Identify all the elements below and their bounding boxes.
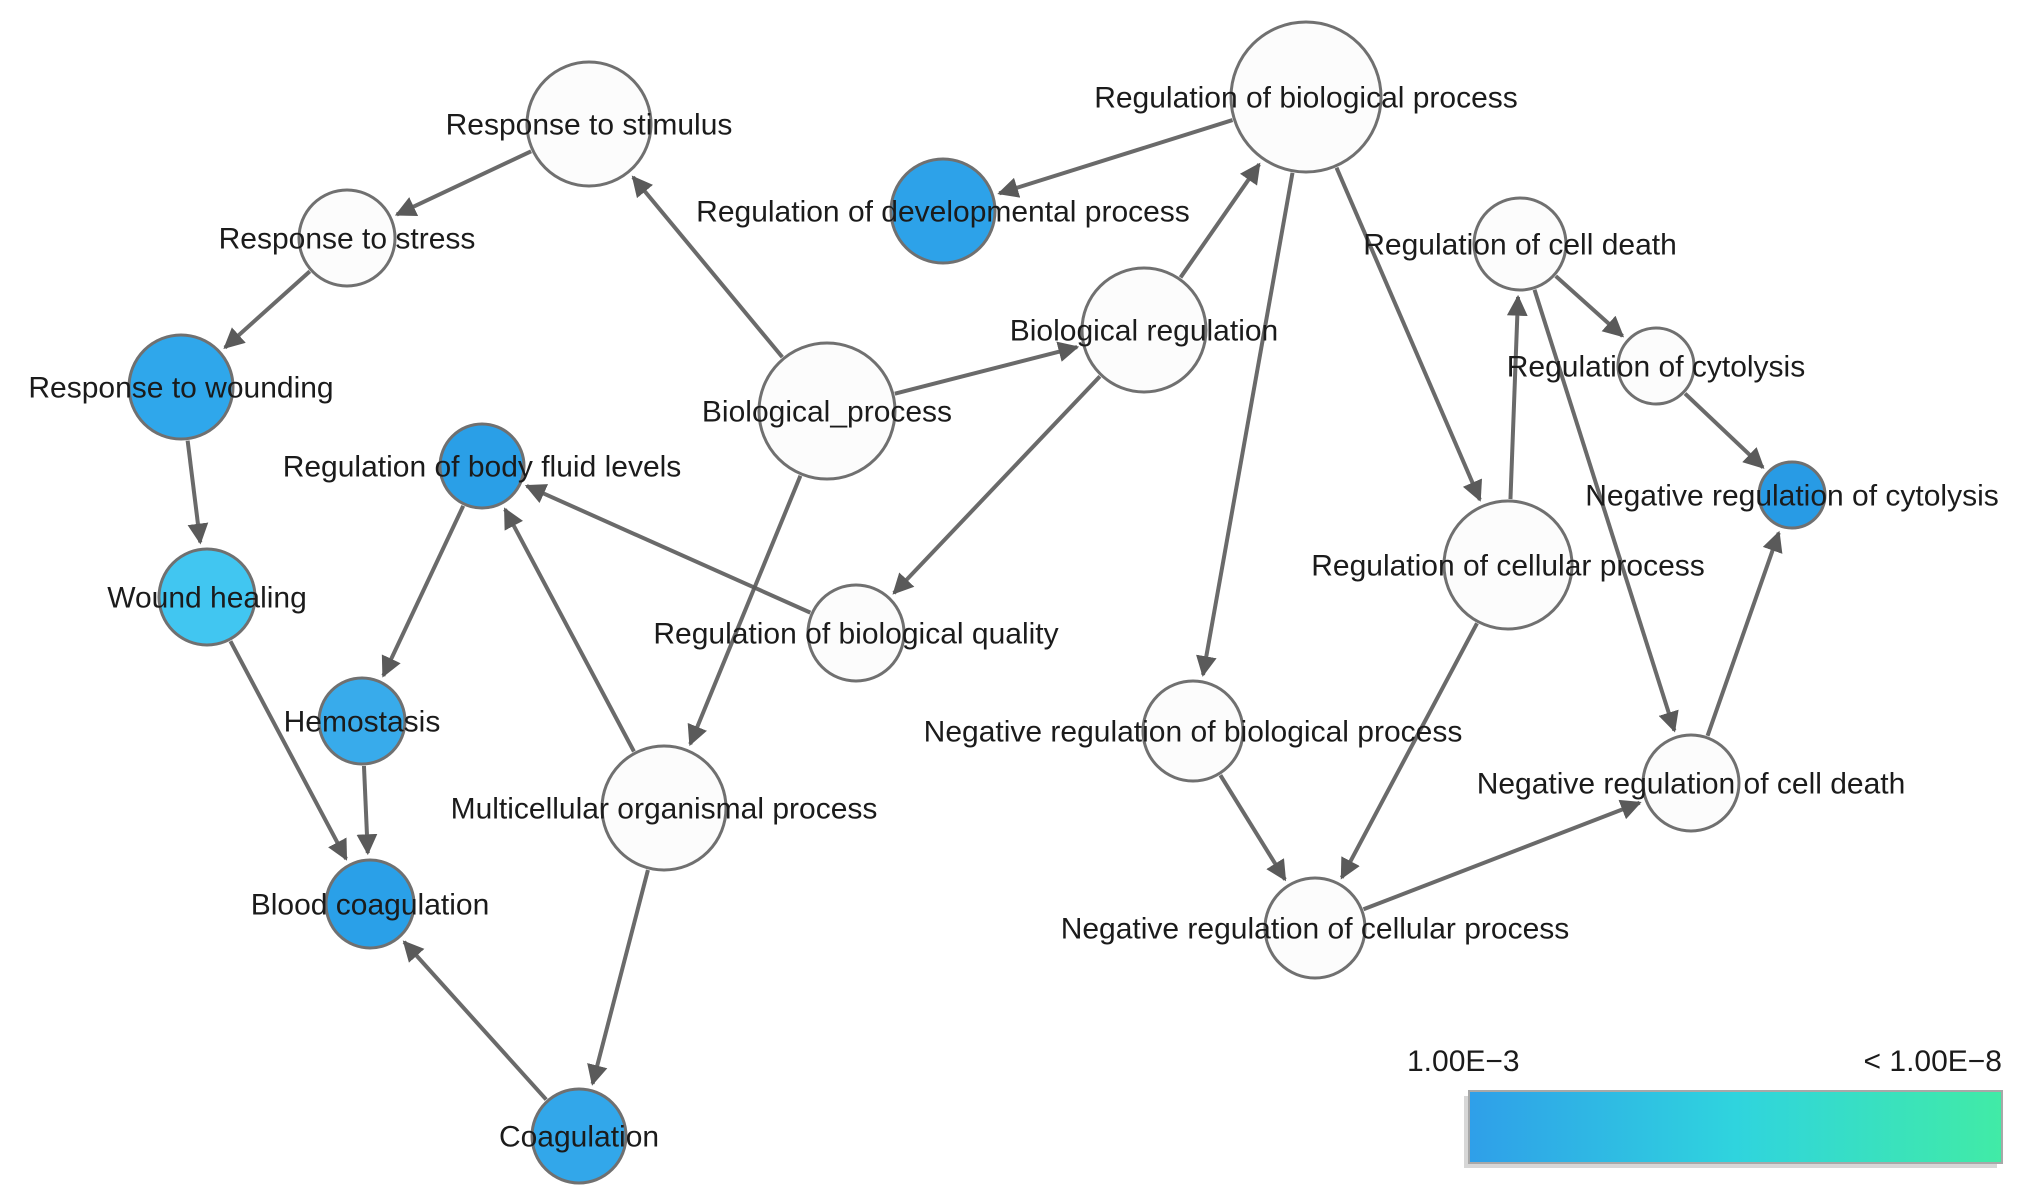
edge-biological-process--response-to-stimulus [631, 175, 784, 359]
node-label-hemostasis: Hemostasis [284, 706, 441, 739]
edge-regulation-of-cellular-process--negative-regulation-of-cellular-process [1339, 622, 1479, 880]
node-label-regulation-of-body-fluid-levels: Regulation of body fluid levels [283, 451, 682, 484]
edge-regulation-of-biological-process--negative-regulation-of-biological-process [1196, 172, 1295, 677]
node-regulation-of-cell-death [1472, 196, 1568, 292]
edge-biological-regulation--regulation-of-biological-quality [892, 375, 1102, 595]
node-label-negative-regulation-of-cellular-process: Negative regulation of cellular process [1061, 913, 1570, 946]
node-negative-regulation-of-cellular-process [1263, 876, 1367, 980]
node-regulation-of-cytolysis [1616, 326, 1696, 406]
edge-multicellular-organismal-process--coagulation [587, 869, 650, 1086]
edge-biological-process--multicellular-organismal-process [687, 474, 803, 747]
node-label-coagulation: Coagulation [499, 1121, 659, 1154]
node-label-multicellular-organismal-process: Multicellular organismal process [451, 793, 878, 826]
node-response-to-stimulus [525, 60, 653, 188]
edge-multicellular-organismal-process--regulation-of-body-fluid-levels [503, 507, 636, 753]
node-negative-regulation-of-cytolysis [1757, 460, 1827, 530]
node-label-negative-regulation-of-cell-death: Negative regulation of cell death [1477, 768, 1906, 801]
node-label-biological-regulation: Biological regulation [1010, 315, 1279, 348]
edge-response-to-stimulus--response-to-stress [394, 149, 532, 217]
node-label-response-to-stimulus: Response to stimulus [446, 109, 733, 142]
node-biological-regulation [1080, 266, 1208, 394]
node-regulation-of-developmental-process [889, 157, 997, 265]
node-label-regulation-of-developmental-process: Regulation of developmental process [696, 196, 1190, 229]
edge-hemostasis--blood-coagulation [356, 765, 378, 856]
legend-gradient-bar [1468, 1090, 2003, 1164]
node-label-regulation-of-cytolysis: Regulation of cytolysis [1507, 351, 1805, 384]
node-negative-regulation-of-biological-process [1141, 679, 1245, 783]
edge-regulation-of-biological-process--regulation-of-developmental-process [997, 118, 1234, 198]
node-blood-coagulation [324, 858, 416, 950]
edge-response-to-stress--response-to-wounding [223, 269, 312, 350]
edge-negative-regulation-of-biological-process--negative-regulation-of-cellular-process [1218, 774, 1287, 882]
node-regulation-of-biological-process [1229, 20, 1383, 174]
nodes [127, 20, 1827, 1185]
legend: 1.00E−3 < 1.00E−8 [1407, 1045, 2003, 1168]
edge-negative-regulation-of-cell-death--negative-regulation-of-cytolysis [1705, 530, 1783, 737]
node-label-negative-regulation-of-biological-process: Negative regulation of biological proces… [924, 716, 1463, 749]
edge-regulation-of-biological-process--regulation-of-cellular-process [1334, 166, 1482, 502]
node-label-response-to-wounding: Response to wounding [28, 372, 333, 405]
node-label-blood-coagulation: Blood coagulation [251, 889, 490, 922]
edge-wound-healing--blood-coagulation [228, 640, 348, 861]
node-response-to-wounding [127, 333, 235, 441]
edges [185, 118, 1783, 1101]
node-label-response-to-stress: Response to stress [219, 223, 476, 256]
edge-regulation-of-body-fluid-levels--hemostasis [381, 504, 466, 678]
edge-response-to-wounding--wound-healing [185, 440, 209, 545]
edge-regulation-of-cell-death--negative-regulation-of-cell-death [1532, 289, 1679, 733]
node-label-wound-healing: Wound healing [107, 582, 307, 615]
node-label-regulation-of-biological-quality: Regulation of biological quality [653, 618, 1058, 651]
node-coagulation [530, 1087, 628, 1185]
edge-regulation-of-biological-quality--regulation-of-body-fluid-levels [524, 484, 812, 615]
edge-biological-regulation--regulation-of-biological-process [1178, 162, 1261, 279]
node-label-regulation-of-cellular-process: Regulation of cellular process [1311, 550, 1705, 583]
node-negative-regulation-of-cell-death [1641, 733, 1741, 833]
node-biological-process [757, 341, 897, 481]
node-regulation-of-cellular-process [1442, 499, 1574, 631]
node-label-regulation-of-biological-process: Regulation of biological process [1094, 82, 1518, 115]
legend-max-label: < 1.00E−8 [1864, 1045, 2002, 1078]
legend-min-label: 1.00E−3 [1407, 1045, 1520, 1078]
node-hemostasis [317, 676, 407, 766]
edge-biological-process--biological-regulation [894, 341, 1080, 396]
edge-coagulation--blood-coagulation [402, 940, 548, 1101]
node-response-to-stress [297, 188, 397, 288]
node-label-biological-process: Biological_process [702, 396, 952, 429]
edge-regulation-of-cytolysis--negative-regulation-of-cytolysis [1683, 392, 1765, 469]
edge-regulation-of-cell-death--regulation-of-cytolysis [1554, 274, 1625, 338]
node-label-regulation-of-cell-death: Regulation of cell death [1363, 229, 1677, 262]
node-regulation-of-biological-quality [806, 583, 906, 683]
node-regulation-of-body-fluid-levels [438, 422, 526, 510]
edge-negative-regulation-of-cellular-process--negative-regulation-of-cell-death [1362, 799, 1642, 912]
edge-regulation-of-cellular-process--regulation-of-cell-death [1506, 294, 1528, 500]
node-multicellular-organismal-process [600, 744, 728, 872]
node-wound-healing [157, 547, 257, 647]
node-label-negative-regulation-of-cytolysis: Negative regulation of cytolysis [1585, 480, 1999, 513]
